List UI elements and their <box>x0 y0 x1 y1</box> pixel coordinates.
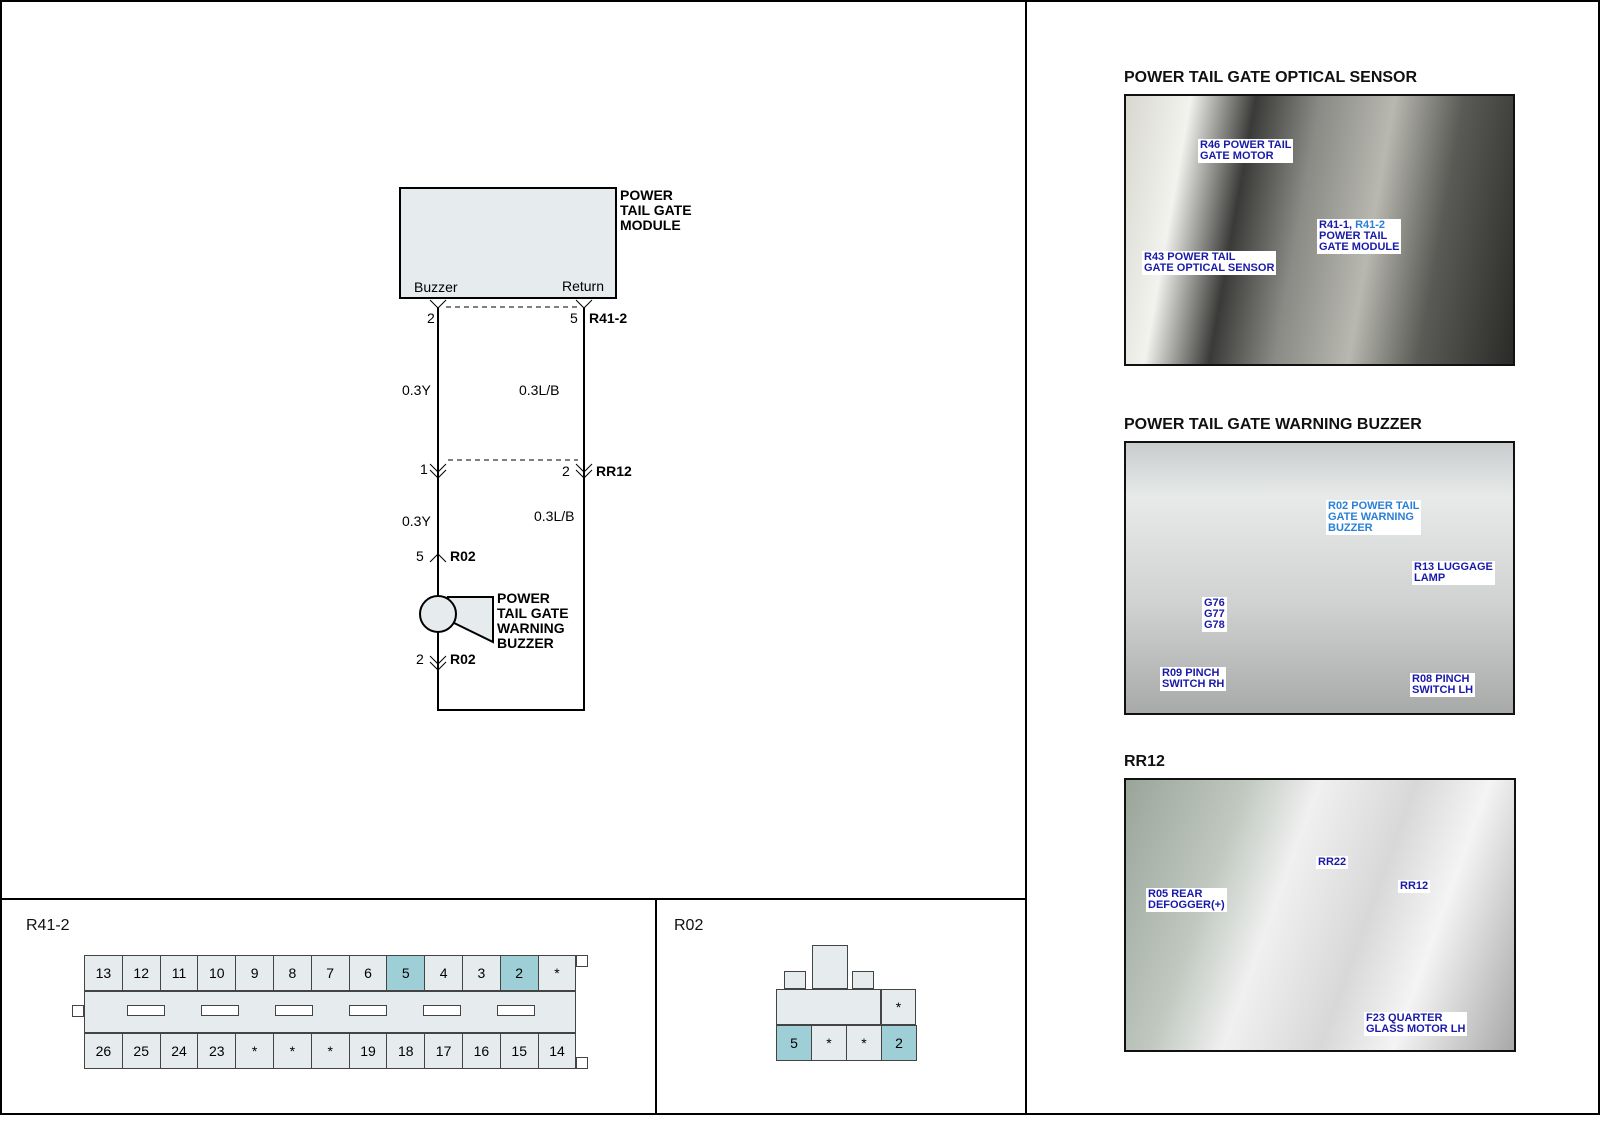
return-pin-label: Return <box>562 278 604 294</box>
pin-cell: 14 <box>537 1033 577 1069</box>
r41-2-label: R41-2 <box>589 310 627 326</box>
pin-cell: * <box>273 1033 312 1069</box>
pin-cell: 26 <box>84 1033 123 1069</box>
rr12-pin-2: 2 <box>562 463 570 479</box>
callout-f23: F23 QUARTER GLASS MOTOR LH <box>1364 1012 1468 1036</box>
r41-2-connector-body <box>84 991 576 1033</box>
buzzer-name: POWER TAIL GATE WARNING BUZZER <box>497 590 572 651</box>
pin-cell: 24 <box>159 1033 199 1069</box>
r02-label: R02 <box>450 548 476 564</box>
r02-pin-cell: * <box>881 989 916 1025</box>
connector-slot <box>423 1005 461 1016</box>
connector-rib <box>784 971 806 989</box>
connector-slot <box>275 1005 313 1016</box>
connector-slot <box>201 1005 239 1016</box>
r41-2-pin-2: 2 <box>427 310 435 326</box>
callout-rr22: RR22 <box>1316 856 1349 869</box>
wire-label: 0.3L/B <box>519 382 559 398</box>
connector-latch <box>576 1057 588 1069</box>
wire-label: 0.3Y <box>402 513 431 529</box>
r02-pin-2: 2 <box>416 651 424 667</box>
pin-cell: * <box>310 1033 350 1069</box>
rr12-pin-1: 1 <box>420 461 428 477</box>
r02-connector-label: R02 <box>674 917 704 934</box>
pin-cell: 5 <box>386 955 426 991</box>
pin-cell: 17 <box>424 1033 463 1069</box>
photo-title-optical-sensor: POWER TAIL GATE OPTICAL SENSOR <box>1124 69 1418 86</box>
r02-bottom-connector-symbol <box>429 655 447 671</box>
r02-label: R02 <box>450 651 476 667</box>
buzzer-pin-label: Buzzer <box>414 279 458 295</box>
schematic: POWER TAIL GATE MODULE Buzzer Return 2 5… <box>399 187 695 711</box>
rr12-connector-symbol <box>429 463 593 479</box>
pin-cell: 13 <box>84 955 123 991</box>
wire-label: 0.3Y <box>402 382 431 398</box>
pin-cell: 2 <box>881 1025 917 1061</box>
connector-slot <box>349 1005 387 1016</box>
connector-slot <box>127 1005 165 1016</box>
buzzer-icon <box>419 595 457 633</box>
connector-rib <box>852 971 874 989</box>
pin-cell: 5 <box>776 1025 812 1061</box>
callout-r09: R09 PINCH SWITCH RH <box>1160 667 1227 691</box>
photo-title-rr12: RR12 <box>1124 753 1165 770</box>
pin-cell: 8 <box>273 955 312 991</box>
power-tail-gate-module-box <box>399 187 617 299</box>
r02-connector-body <box>776 989 881 1025</box>
callout-r02: R02 POWER TAIL GATE WARNING BUZZER <box>1326 500 1422 535</box>
callout-r05: R05 REAR DEFOGGER(+) <box>1146 888 1227 912</box>
callout-r08: R08 PINCH SWITCH LH <box>1410 673 1476 697</box>
pin-cell: 10 <box>197 955 237 991</box>
r02-connector-panel <box>655 898 1027 1115</box>
connector-latch <box>576 955 588 967</box>
callout-r41-1: R41-1, <box>1319 219 1356 231</box>
pin-cell: 19 <box>348 1033 388 1069</box>
pin-cell: 9 <box>235 955 274 991</box>
pin-cell: 25 <box>121 1033 161 1069</box>
rr12-label: RR12 <box>596 463 632 479</box>
r02-connector-face: * 5**2 <box>776 945 917 1065</box>
pin-cell: * <box>846 1025 882 1061</box>
pin-cell: 15 <box>499 1033 539 1069</box>
photo-warning-buzzer: R02 POWER TAIL GATE WARNING BUZZER R13 L… <box>1124 441 1515 715</box>
callout-r41-2: R41-2 <box>1355 219 1386 231</box>
connector-slot <box>497 1005 535 1016</box>
pin-cell: 7 <box>310 955 350 991</box>
pin-cell: * <box>811 1025 847 1061</box>
r02-top-connector-symbol <box>429 553 447 563</box>
r02-pin-5: 5 <box>416 548 424 564</box>
callout-module: POWER TAIL GATE MODULE <box>1319 230 1400 253</box>
pin-cell: 6 <box>348 955 388 991</box>
callout-r41: R41-1, R41-2 POWER TAIL GATE MODULE <box>1317 219 1402 254</box>
pin-cell: 11 <box>159 955 199 991</box>
pin-cell: 18 <box>386 1033 426 1069</box>
pin-cell: 2 <box>499 955 539 991</box>
pin-cell: 23 <box>197 1033 237 1069</box>
r41-2-connector-label: R41-2 <box>26 917 70 934</box>
callout-r43: R43 POWER TAIL GATE OPTICAL SENSOR <box>1142 251 1277 275</box>
locations-panel <box>1025 0 1600 1115</box>
pin-cell: * <box>235 1033 274 1069</box>
photo-optical-sensor: R46 POWER TAIL GATE MOTOR R43 POWER TAIL… <box>1124 94 1515 366</box>
callout-r46: R46 POWER TAIL GATE MOTOR <box>1198 139 1294 163</box>
wire-label: 0.3L/B <box>534 508 574 524</box>
connector-latch <box>72 1005 84 1017</box>
pin-cell: * <box>537 955 577 991</box>
photo-title-warning-buzzer: POWER TAIL GATE WARNING BUZZER <box>1124 416 1422 433</box>
callout-r13: R13 LUGGAGE LAMP <box>1412 561 1495 585</box>
callout-g76: G76 G77 G78 <box>1202 597 1227 632</box>
pin-cell: 16 <box>462 1033 501 1069</box>
pin-cell: 4 <box>424 955 463 991</box>
connector-lock-tab <box>812 945 848 989</box>
pin-cell: 3 <box>462 955 501 991</box>
callout-rr12: RR12 <box>1398 880 1431 893</box>
module-name: POWER TAIL GATE MODULE <box>620 187 695 233</box>
pin-cell: 12 <box>121 955 161 991</box>
photo-rr12: RR22 RR12 R05 REAR DEFOGGER(+) F23 QUART… <box>1124 778 1516 1052</box>
r41-2-pin-5: 5 <box>570 310 578 326</box>
